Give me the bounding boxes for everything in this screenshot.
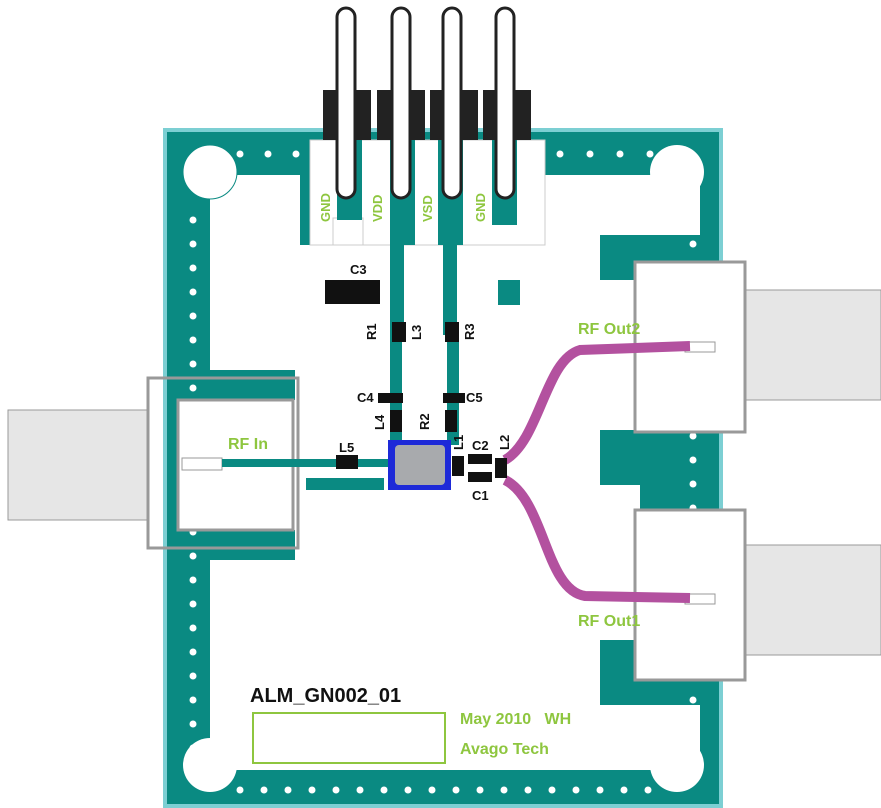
via [452, 786, 460, 794]
via [189, 672, 197, 680]
via [556, 150, 564, 158]
via [572, 786, 580, 794]
via [189, 312, 197, 320]
header-area-cut [332, 217, 364, 246]
via-strip [306, 478, 384, 490]
via [189, 624, 197, 632]
via [189, 360, 197, 368]
via [189, 744, 197, 752]
smd-components [325, 280, 520, 482]
via [689, 480, 697, 488]
via [689, 432, 697, 440]
pin-label-vsd: VSD [420, 195, 435, 222]
via [548, 786, 556, 794]
label-rf-in: RF In [228, 436, 268, 453]
via [189, 576, 197, 584]
via [404, 786, 412, 794]
via [189, 696, 197, 704]
via [264, 150, 272, 158]
board-id: ALM_GN002_01 [250, 685, 401, 707]
via [284, 786, 292, 794]
via [500, 786, 508, 794]
via [189, 600, 197, 608]
via [356, 786, 364, 794]
via [189, 336, 197, 344]
via [189, 552, 197, 560]
label-c2: C2 [472, 438, 489, 453]
rf-out2-trace [502, 341, 691, 465]
via [476, 786, 484, 794]
label-l1: L1 [451, 435, 466, 450]
label-c1: C1 [472, 488, 489, 503]
label-c4: C4 [357, 390, 374, 405]
label-c5: C5 [466, 390, 483, 405]
via [428, 786, 436, 794]
via [189, 240, 197, 248]
date-line: May 2010 WH [460, 711, 571, 728]
via [689, 216, 697, 224]
header-pins [323, 6, 531, 200]
via [616, 150, 624, 158]
company-name: Avago Tech [460, 741, 549, 758]
via [689, 720, 697, 728]
via [524, 786, 532, 794]
via [260, 786, 268, 794]
via [189, 720, 197, 728]
amplifier-ic [388, 440, 451, 490]
rf-in-trace [222, 459, 392, 467]
via [596, 786, 604, 794]
via [308, 786, 316, 794]
label-l5: L5 [339, 440, 354, 455]
via [380, 786, 388, 794]
via [189, 288, 197, 296]
via [236, 786, 244, 794]
label-l4: L4 [372, 414, 387, 430]
via [189, 384, 197, 392]
via [586, 150, 594, 158]
pin-label-gnd-2: GND [473, 193, 488, 222]
label-r3: R3 [462, 323, 477, 340]
via [689, 744, 697, 752]
via [646, 150, 654, 158]
label-c3: C3 [350, 262, 367, 277]
via [689, 696, 697, 704]
label-l3: L3 [409, 325, 424, 340]
via [689, 456, 697, 464]
via [189, 648, 197, 656]
rf-out1-trace [502, 475, 691, 603]
via [189, 216, 197, 224]
label-rf-out1: RF Out1 [578, 613, 640, 630]
label-r1: R1 [364, 323, 379, 340]
via [332, 786, 340, 794]
mounting-holes [182, 144, 704, 792]
label-rf-out2: RF Out2 [578, 321, 640, 338]
via [644, 786, 652, 794]
label-box [252, 712, 446, 764]
pin-label-gnd-1: GND [318, 193, 333, 222]
pin-label-vdd: VDD [370, 195, 385, 222]
via [236, 150, 244, 158]
label-r2: R2 [417, 413, 432, 430]
label-l2: L2 [497, 435, 512, 450]
via [689, 240, 697, 248]
via [620, 786, 628, 794]
via [189, 264, 197, 272]
via [292, 150, 300, 158]
